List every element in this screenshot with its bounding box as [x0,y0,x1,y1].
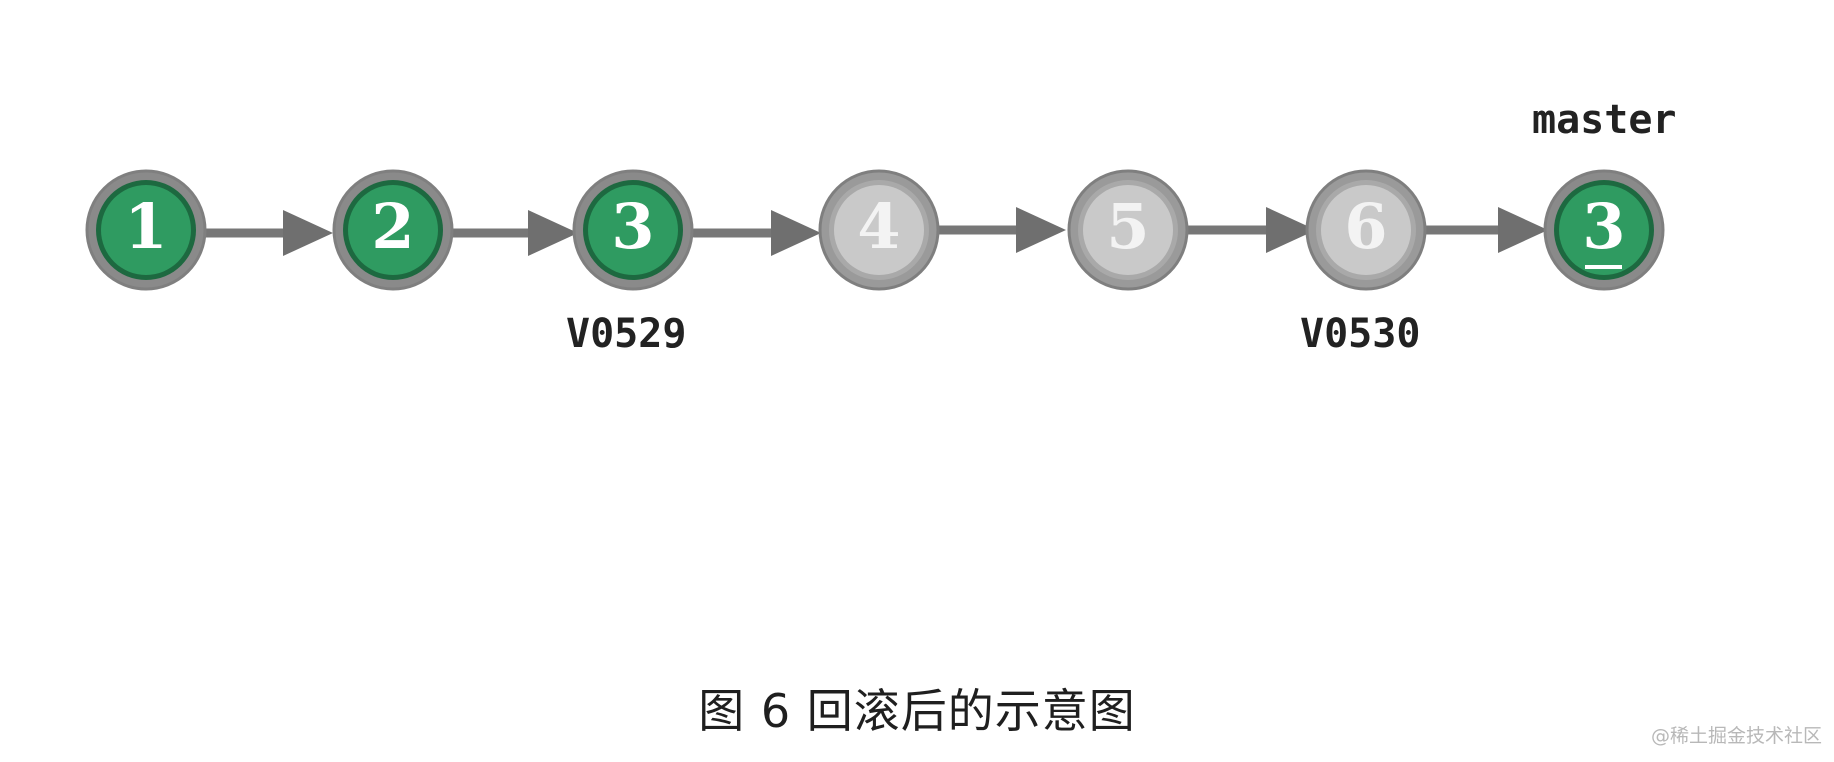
edge-2-3 [446,210,578,256]
commit-label: 6 [1344,190,1387,263]
commit-node-3: 3 [572,169,694,291]
commit-node-6: 6 [1305,169,1427,291]
commit-label: 3 [611,190,654,263]
commit-label: 4 [857,190,900,263]
tag-master: master [1532,97,1677,143]
commit-node-5: 5 [1067,169,1189,291]
edge-4-5 [931,207,1066,253]
edge-5-6 [1183,207,1316,253]
commit-node-2: 2 [332,169,454,291]
commit-node-4: 4 [818,169,940,291]
commit-label: 3 [1582,190,1625,263]
edge-3-4 [689,210,821,256]
tag-v0530: V0530 [1300,311,1420,357]
commit-label: 5 [1106,190,1149,263]
figure-caption: 图 6 回滚后的示意图 [698,684,1136,738]
edge-list [200,207,1548,256]
commit-node-master: 3 [1543,169,1665,291]
commit-node-1: 1 [85,169,207,291]
commit-label: 2 [371,190,414,263]
commit-label: 1 [124,190,167,263]
edge-6-master [1420,207,1548,253]
edge-1-2 [200,210,333,256]
watermark-text: @稀土掘金技术社区 [1650,725,1822,747]
tag-v0529: V0529 [566,311,686,357]
node-list: 1 2 3 4 5 6 [85,169,1665,291]
tag-list: V0529 V0530 master [566,97,1677,357]
